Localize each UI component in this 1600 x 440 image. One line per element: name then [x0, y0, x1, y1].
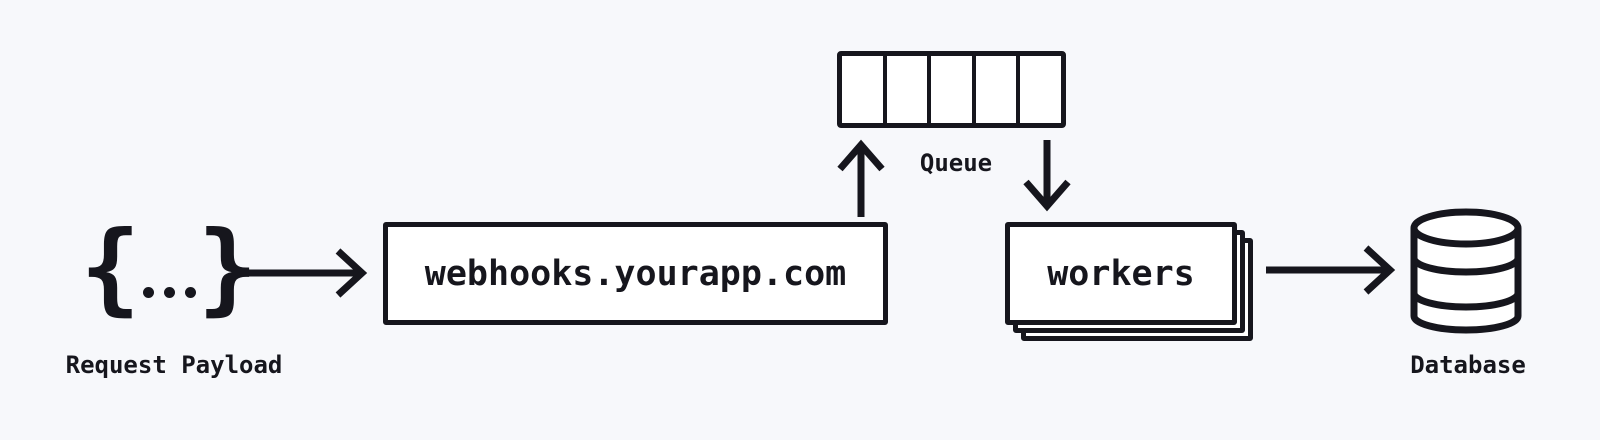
workers-stack: workers — [1005, 222, 1257, 344]
queue-cell — [927, 56, 972, 123]
database-icon — [1410, 208, 1522, 334]
request-payload-symbol: { } — [80, 218, 257, 322]
brace-left: { — [80, 209, 141, 326]
queue-box — [837, 51, 1066, 128]
dot — [184, 287, 196, 298]
arrow-queue-to-workers-icon — [1023, 140, 1071, 212]
queue-cell — [971, 56, 1017, 123]
ellipsis-dots — [142, 287, 196, 298]
queue-cell — [882, 56, 928, 123]
arrow-server-to-queue-icon — [837, 139, 885, 217]
webhook-server-box: webhooks.yourapp.com — [383, 222, 888, 325]
workers-box: workers — [1005, 222, 1237, 325]
arrow-payload-to-server-icon — [238, 248, 368, 298]
queue-label: Queue — [919, 149, 993, 177]
dot — [163, 287, 175, 298]
database-label: Database — [1410, 351, 1526, 379]
arrow-workers-to-database-icon — [1266, 245, 1396, 295]
dot — [142, 287, 154, 298]
queue-cell — [1016, 56, 1061, 123]
queue-cell — [842, 56, 883, 123]
brace-right: } — [197, 209, 258, 326]
request-payload-label: Request Payload — [65, 351, 283, 379]
webhook-server-label: webhooks.yourapp.com — [424, 253, 847, 294]
workers-label: workers — [1047, 253, 1195, 294]
